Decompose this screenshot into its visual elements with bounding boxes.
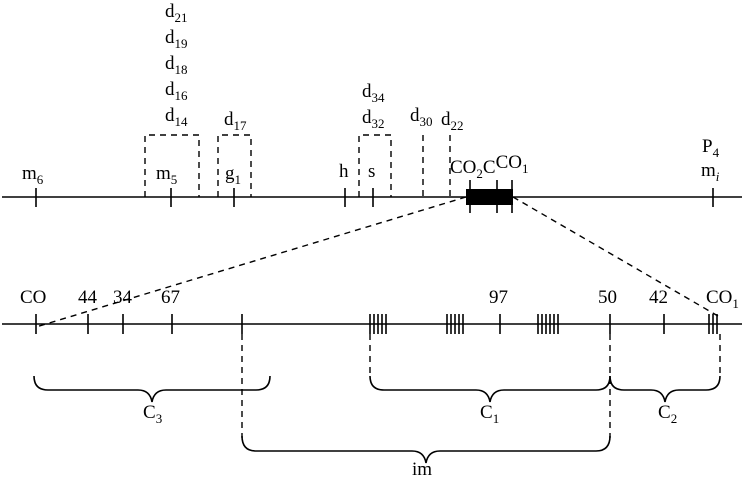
deletion-d30: d30 bbox=[410, 105, 433, 129]
co-region-box bbox=[466, 189, 513, 205]
brace-label-c2: C2 bbox=[658, 402, 677, 426]
marker-44: 44 bbox=[78, 287, 98, 308]
brace-im bbox=[241, 435, 611, 464]
marker-97: 97 bbox=[489, 287, 508, 308]
tick-cluster-1 bbox=[369, 314, 387, 334]
marker-m5: m5 bbox=[156, 163, 177, 187]
marker-mi: mi bbox=[701, 160, 720, 184]
deletion-d17: d17 bbox=[224, 109, 247, 133]
deletion-d22: d22 bbox=[441, 109, 464, 133]
brace-c1 bbox=[369, 375, 611, 403]
marker-s: s bbox=[368, 161, 375, 182]
brace-label-c3: C3 bbox=[143, 402, 162, 426]
marker-42: 42 bbox=[649, 287, 668, 308]
marker-m6: m6 bbox=[22, 163, 44, 187]
deletion-d18: d18 bbox=[165, 53, 188, 77]
marker-34: 34 bbox=[113, 287, 133, 308]
tick-cluster-2 bbox=[446, 314, 464, 334]
tick-cluster-3 bbox=[537, 314, 559, 334]
deletion-d34: d34 bbox=[362, 81, 385, 105]
brace-c2 bbox=[609, 375, 721, 403]
deletion-d19: d19 bbox=[165, 27, 188, 51]
zoom-connector-left bbox=[35, 196, 467, 328]
deletion-d16: d16 bbox=[165, 79, 188, 103]
brace-label-c1: C1 bbox=[480, 402, 499, 426]
tick-cluster-co1 bbox=[708, 314, 718, 334]
marker-h: h bbox=[339, 161, 349, 182]
deletion-box-left bbox=[144, 134, 200, 197]
deletion-d21: d21 bbox=[165, 1, 188, 25]
region-label: CO2CCO1 bbox=[450, 152, 529, 181]
deletion-d14: d14 bbox=[165, 105, 188, 129]
brace-c3 bbox=[33, 375, 271, 403]
marker-g1: g1 bbox=[225, 163, 241, 187]
marker-p4: P4 bbox=[702, 136, 720, 160]
deletion-box-d17 bbox=[217, 134, 252, 197]
deletion-box-mid bbox=[358, 134, 392, 197]
marker-co1-bottom: CO1 bbox=[706, 287, 739, 311]
deletion-d32: d32 bbox=[362, 107, 385, 131]
brace-label-im: im bbox=[412, 459, 432, 480]
marker-50: 50 bbox=[598, 287, 617, 308]
marker-co: CO bbox=[20, 287, 46, 308]
marker-67: 67 bbox=[161, 287, 180, 308]
